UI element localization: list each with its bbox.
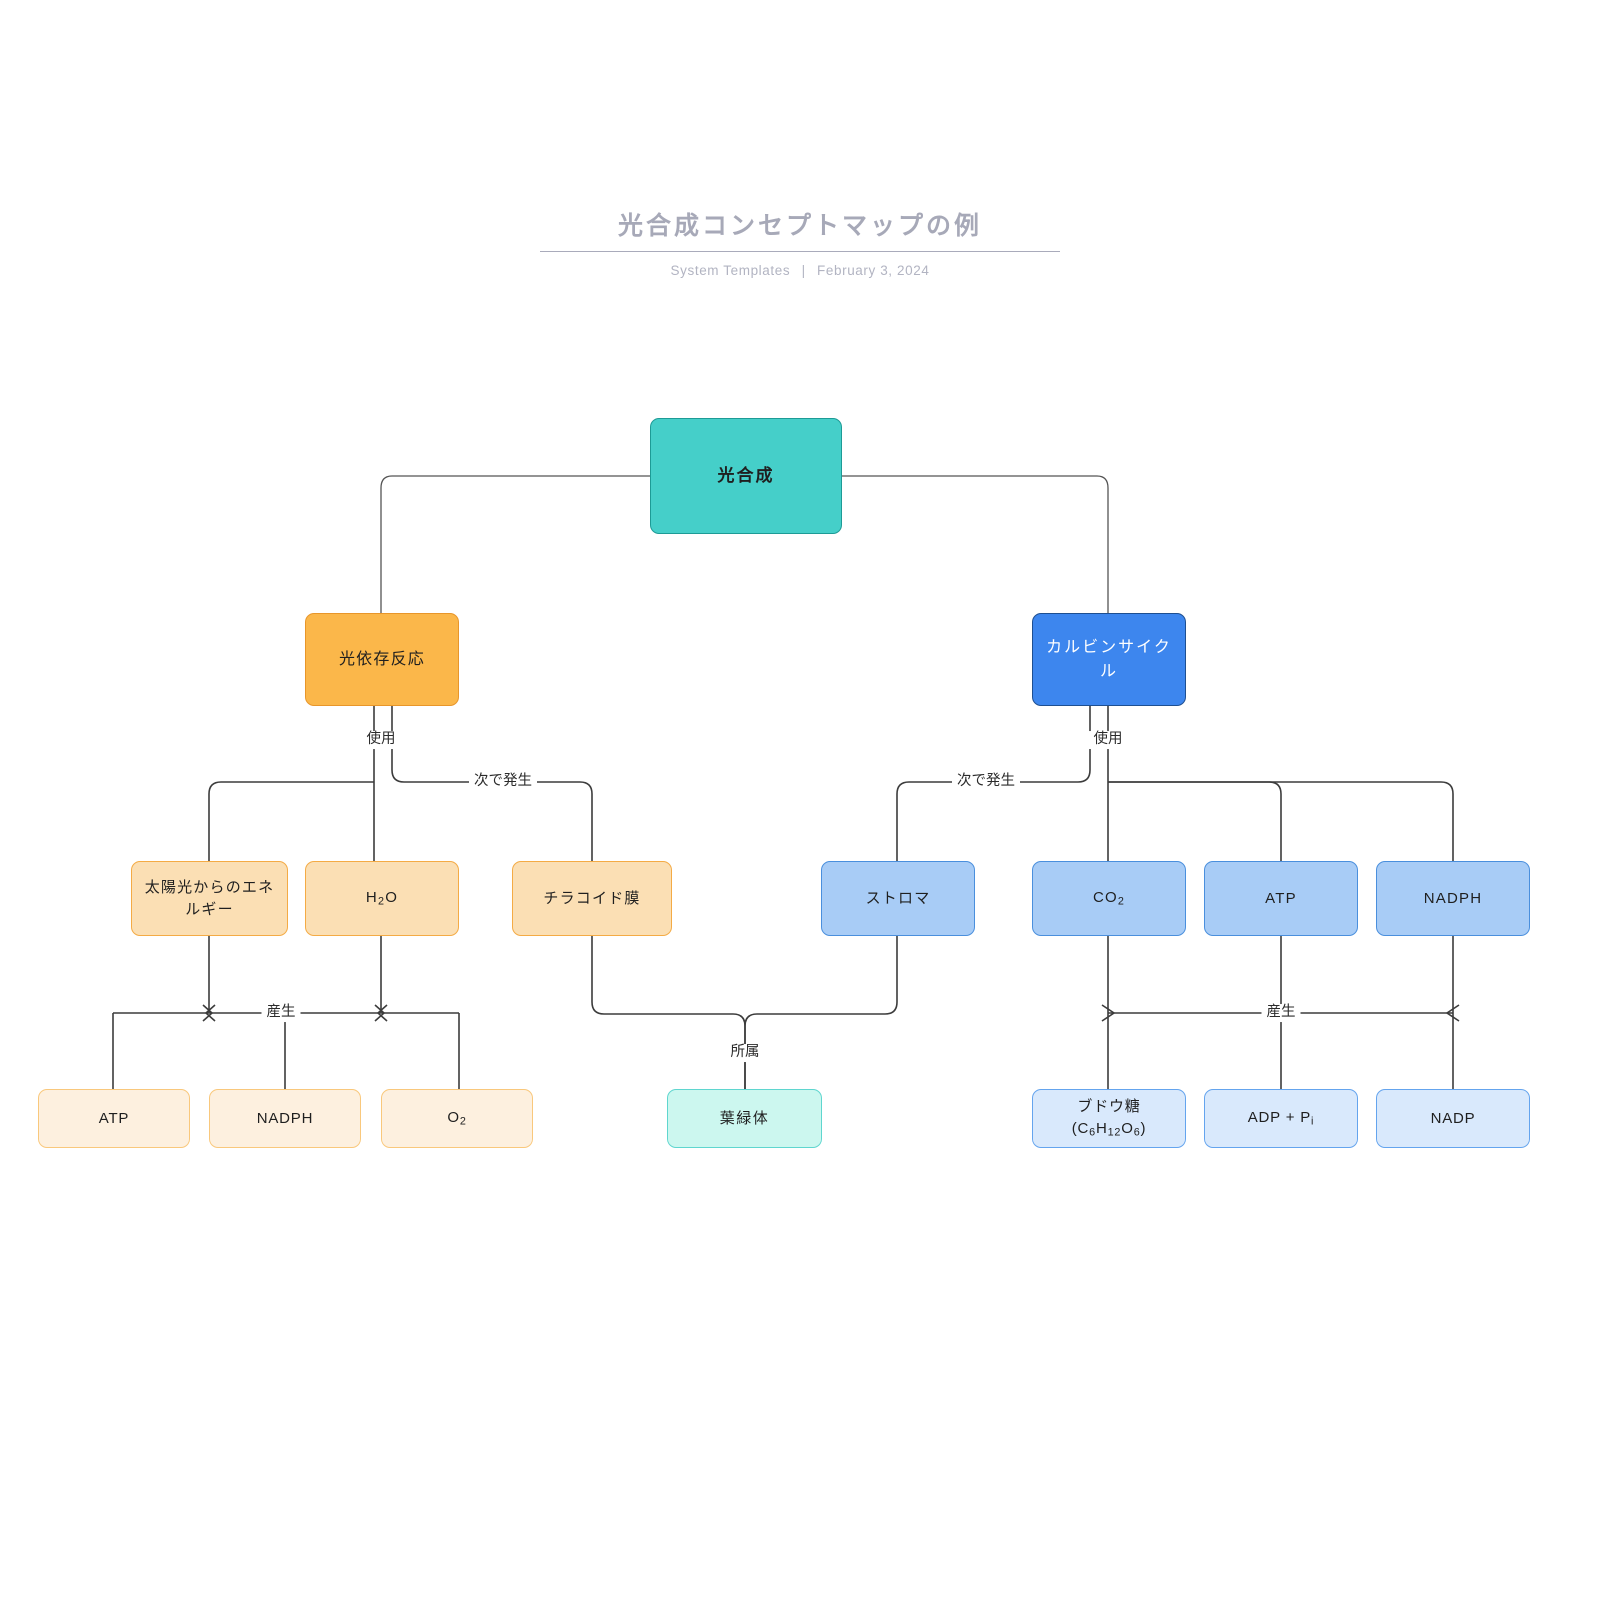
- node-label: ストロマ: [865, 889, 931, 907]
- edge-label-part-of: 所属: [725, 1044, 765, 1062]
- edge-label-calvin-produces: 産生: [1261, 1004, 1301, 1022]
- edge-light-to-sunlight: [208, 781, 374, 861]
- node-label: ATP: [98, 1109, 130, 1127]
- edge-root-to-calvin: [842, 475, 1109, 613]
- node-chloroplast[interactable]: 葉緑体: [667, 1089, 822, 1148]
- node-calvin-cycle[interactable]: カルビンサイクル: [1032, 613, 1186, 706]
- node-label: ブドウ糖 (C6H12O6): [1072, 1096, 1147, 1141]
- edge-label-light-occurs-in: 次で発生: [469, 773, 537, 791]
- node-carbon-dioxide[interactable]: CO2: [1032, 861, 1186, 936]
- node-label: CO2: [1092, 888, 1126, 908]
- node-label: 光依存反応: [338, 650, 425, 668]
- node-label: ATP: [1265, 889, 1297, 907]
- node-label: チラコイド膜: [543, 889, 641, 907]
- edge-calvin-to-nadph: [1108, 781, 1454, 861]
- node-stroma[interactable]: ストロマ: [821, 861, 975, 936]
- node-label: 太陽光からのエネルギー: [144, 878, 275, 918]
- node-glucose[interactable]: ブドウ糖 (C6H12O6): [1032, 1089, 1186, 1148]
- page-subtitle: System Templates | February 3, 2024: [0, 263, 1600, 278]
- subtitle-separator: |: [801, 263, 806, 278]
- node-nadp[interactable]: NADP: [1376, 1089, 1530, 1148]
- node-label: O2: [447, 1108, 467, 1128]
- page-title: 光合成コンセプトマップの例: [617, 212, 982, 240]
- node-nadph-output[interactable]: NADPH: [209, 1089, 361, 1148]
- edge-stroma-to-chloroplast: [744, 936, 898, 1089]
- node-adp-pi[interactable]: ADP + Pi: [1204, 1089, 1358, 1148]
- document-header: 光合成コンセプトマップの例 System Templates | Februar…: [0, 206, 1600, 278]
- node-nadph-input[interactable]: NADPH: [1376, 861, 1530, 936]
- node-sunlight-energy[interactable]: 太陽光からのエネルギー: [131, 861, 288, 936]
- title-divider: [540, 251, 1060, 252]
- node-label: カルビンサイクル: [1046, 639, 1172, 680]
- node-label: NADPH: [1423, 889, 1483, 907]
- node-label: NADPH: [256, 1109, 314, 1127]
- arrowhead-left-a: [202, 1004, 214, 1022]
- subtitle-date: February 3, 2024: [817, 263, 930, 278]
- edge-label-light-uses: 使用: [361, 731, 401, 749]
- node-atp-output[interactable]: ATP: [38, 1089, 190, 1148]
- arrowhead-left-c: [374, 1004, 386, 1022]
- node-label: 光合成: [717, 465, 775, 485]
- edge-label-calvin-occurs-in: 次で発生: [952, 773, 1020, 791]
- edge-label-calvin-uses: 使用: [1088, 731, 1128, 749]
- edge-label-light-produces: 産生: [261, 1004, 301, 1022]
- arrowhead-left-b: [204, 1004, 216, 1022]
- node-atp-input[interactable]: ATP: [1204, 861, 1358, 936]
- node-light-dependent-reactions[interactable]: 光依存反応: [305, 613, 459, 706]
- edge-root-to-light: [380, 475, 650, 613]
- node-water[interactable]: H2O: [305, 861, 459, 936]
- edge-calvin-to-atp: [1108, 781, 1282, 861]
- node-label-line1: ブドウ糖: [1077, 1097, 1141, 1115]
- node-photosynthesis[interactable]: 光合成: [650, 418, 842, 534]
- node-label: 葉緑体: [719, 1109, 770, 1127]
- arrowhead-right-b: [1445, 1004, 1460, 1022]
- node-oxygen[interactable]: O2: [381, 1089, 533, 1148]
- arrowhead-right-a: [1101, 1004, 1116, 1022]
- subtitle-source: System Templates: [670, 263, 791, 278]
- node-thylakoid-membrane[interactable]: チラコイド膜: [512, 861, 672, 936]
- node-label: NADP: [1430, 1109, 1476, 1127]
- node-label: H2O: [365, 888, 399, 908]
- arrowhead-left-d: [376, 1004, 388, 1022]
- node-label: ADP + Pi: [1247, 1108, 1315, 1128]
- node-label-line2: (C6H12O6): [1071, 1119, 1147, 1139]
- edge-thylakoid-to-chloroplast: [591, 936, 746, 1089]
